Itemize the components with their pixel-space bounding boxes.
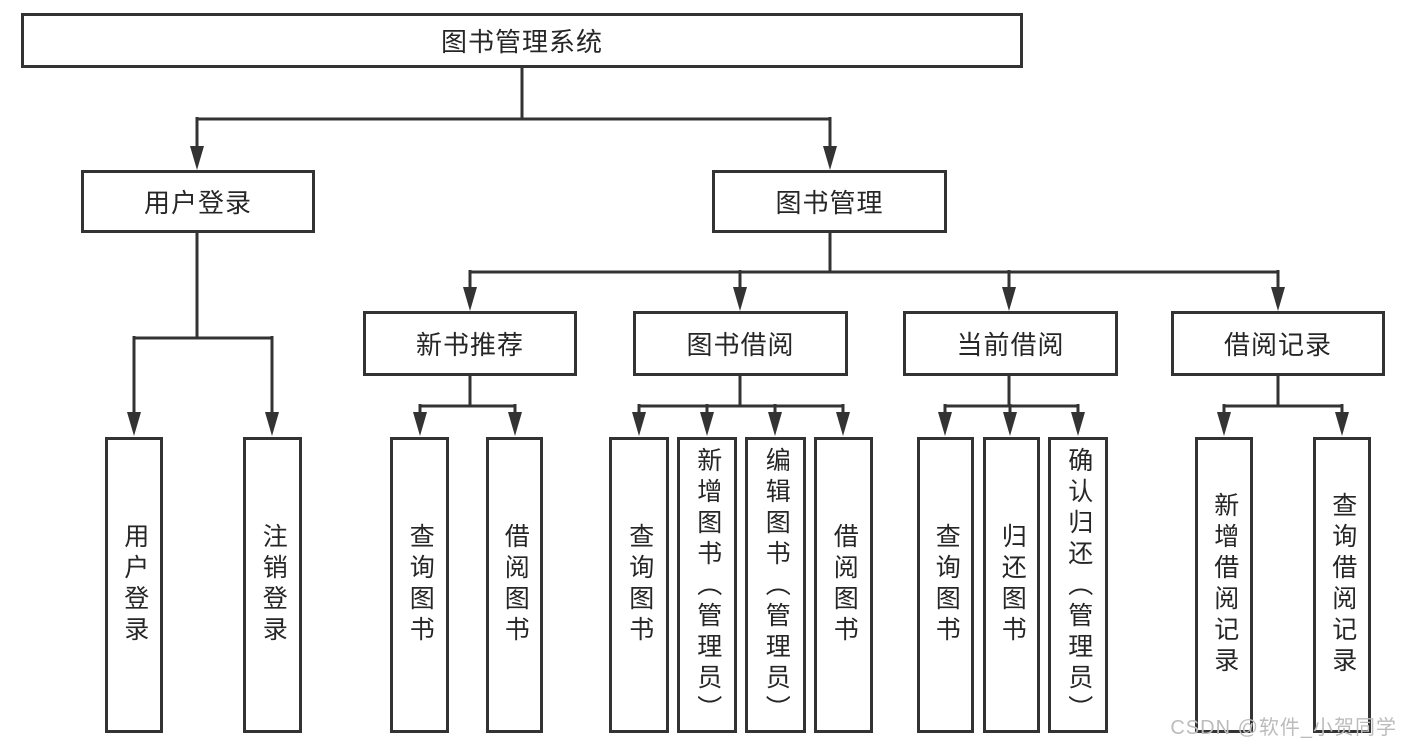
node-book-management: 图书管理 (712, 170, 947, 233)
leaf-query-borrow-record: 查询借阅记录 (1313, 437, 1371, 733)
leaf-label: 新增图书（管理员） (693, 447, 722, 726)
leaf-label: 注销登录 (259, 523, 288, 647)
leaf-label: 确认归还（管理员） (1064, 447, 1093, 726)
leaf-label: 查询图书 (406, 523, 435, 647)
node-current-borrow: 当前借阅 (903, 311, 1118, 376)
leaf-label: 借阅图书 (830, 523, 859, 647)
leaf-borrow-books: 借阅图书 (814, 437, 873, 733)
leaf-user-login: 用户登录 (105, 437, 163, 733)
leaf-add-borrow-record: 新增借阅记录 (1195, 437, 1253, 733)
node-root: 图书管理系统 (21, 13, 1023, 68)
leaf-label: 归还图书 (998, 523, 1027, 647)
leaf-return-books: 归还图书 (983, 437, 1040, 733)
leaf-logout: 注销登录 (243, 437, 302, 733)
node-user-login: 用户登录 (81, 170, 315, 233)
leaf-edit-books-admin: 编辑图书（管理员） (745, 437, 806, 733)
node-new-book-recommend: 新书推荐 (363, 311, 577, 376)
leaf-label: 新增借阅记录 (1210, 492, 1239, 678)
leaf-label: 查询图书 (625, 523, 654, 647)
watermark-text: CSDN @软件_小贺同学 (1170, 717, 1397, 739)
leaf-label: 查询图书 (932, 523, 961, 647)
leaf-query-books: 查询图书 (390, 437, 449, 733)
leaf-add-books-admin: 新增图书（管理员） (677, 437, 737, 733)
leaf-query-books: 查询图书 (917, 437, 974, 733)
leaf-label: 查询借阅记录 (1328, 492, 1357, 678)
leaf-confirm-return-admin: 确认归还（管理员） (1048, 437, 1108, 733)
leaf-label: 用户登录 (120, 523, 149, 647)
node-borrow-records: 借阅记录 (1171, 311, 1385, 376)
leaf-query-books: 查询图书 (609, 437, 669, 733)
leaf-borrow-books: 借阅图书 (486, 437, 543, 733)
leaf-label: 编辑图书（管理员） (762, 447, 791, 726)
leaf-label: 借阅图书 (501, 523, 530, 647)
node-book-borrow: 图书借阅 (633, 311, 848, 376)
arrowheads (127, 146, 1349, 436)
